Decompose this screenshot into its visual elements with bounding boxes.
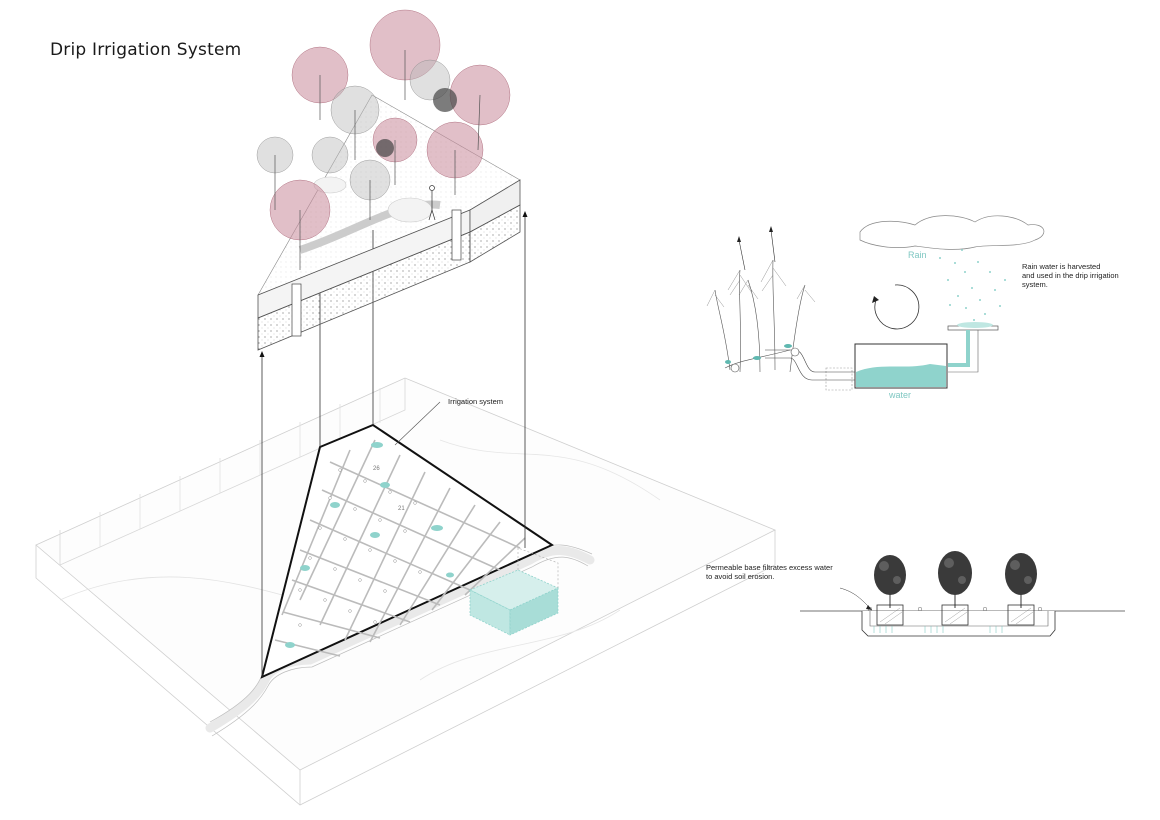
permeable-section <box>800 551 1125 637</box>
water-label: water <box>889 390 912 400</box>
irrigation-area: 26 21 <box>260 423 555 679</box>
rain-harvest-note: Rain water is harvested and used in the … <box>1022 262 1119 289</box>
rain-harvest-diagram <box>706 215 1045 391</box>
permeable-base-note: Permeable base filtrates excess water to… <box>706 563 833 581</box>
cycle-arrow <box>874 284 920 330</box>
rain-drops <box>939 249 1006 327</box>
grid-number-26: 26 <box>373 466 380 472</box>
page-title: Drip Irrigation System <box>50 40 242 60</box>
water-storage-tank <box>469 547 559 636</box>
garden-slab <box>257 94 521 351</box>
garden-trees <box>256 9 511 270</box>
irrigation-label-leader <box>394 401 441 446</box>
grid-number-21: 21 <box>398 506 405 512</box>
cloud-outline <box>859 215 1045 250</box>
drip-emitters <box>285 442 454 648</box>
rain-label: Rain <box>908 250 927 260</box>
irrigation-system-label: Irrigation system <box>448 397 504 406</box>
